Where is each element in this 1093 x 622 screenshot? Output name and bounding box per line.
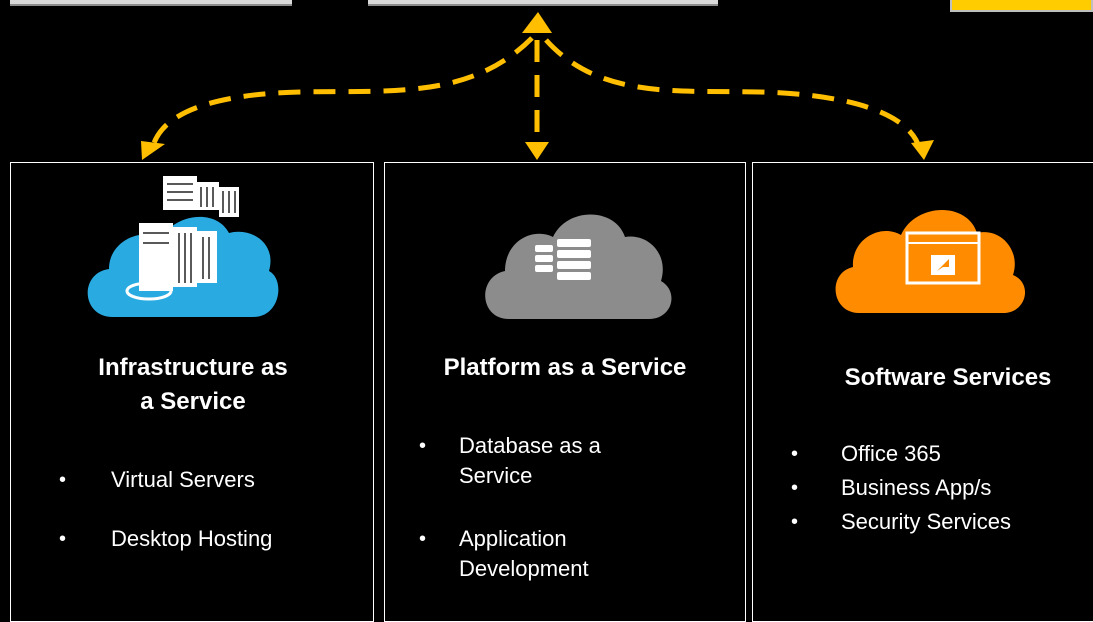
arrow-to-iaas bbox=[149, 36, 534, 151]
bullet: • bbox=[59, 528, 67, 550]
bullet: • bbox=[791, 511, 799, 533]
bullet: • bbox=[419, 435, 427, 457]
list-item: • Business App/s bbox=[791, 473, 1011, 503]
list-item-label: Virtual Servers bbox=[111, 467, 255, 492]
list-item: • Database as a Service bbox=[419, 431, 601, 491]
panel-saas: Software Services • Office 365 • Business … bbox=[752, 162, 1093, 622]
list-item-label: Office 365 bbox=[841, 441, 941, 466]
bullet: • bbox=[59, 469, 67, 491]
list-item-label: Security Services bbox=[841, 509, 1011, 534]
bullet: • bbox=[791, 477, 799, 499]
arrowhead-iaas bbox=[141, 141, 165, 160]
cloud-servers-icon bbox=[87, 176, 279, 317]
saas-title: Software Services bbox=[844, 364, 1052, 391]
iaas-title: Infrastructure as a Service bbox=[98, 354, 288, 415]
panel-iaas: Infrastructure as a Service • Virtual Ser… bbox=[10, 162, 374, 622]
bullet: • bbox=[791, 443, 799, 465]
top-right-box-edge bbox=[950, 0, 1093, 12]
top-center-box-edge bbox=[368, 0, 718, 6]
arrowhead-up bbox=[522, 12, 552, 33]
list-item-label: Database as a Service bbox=[459, 433, 601, 488]
paas-title: Platform as a Service bbox=[443, 354, 687, 381]
list-item: • Application Development bbox=[419, 524, 601, 584]
panel-paas: Platform as a Service • Database as a Ser… bbox=[384, 162, 746, 622]
list-item-label: Desktop Hosting bbox=[111, 526, 273, 551]
bullet: • bbox=[419, 528, 427, 550]
list-item-label: Business App/s bbox=[841, 475, 992, 500]
paas-item-list: • Database as a Service • Application Deve… bbox=[419, 431, 601, 617]
saas-item-list: • Office 365 • Business App/s • Security Se… bbox=[791, 439, 1011, 541]
connector-arrows bbox=[141, 12, 934, 160]
arrowhead-paas bbox=[525, 142, 549, 160]
iaas-item-list: • Virtual Servers • Desktop Hosting bbox=[59, 465, 273, 583]
arrowhead-saas bbox=[911, 140, 934, 160]
cloud-app-window-icon bbox=[835, 209, 1026, 313]
list-item: • Office 365 bbox=[791, 439, 1011, 469]
top-left-box-edge bbox=[10, 0, 292, 6]
arrow-to-saas bbox=[544, 38, 923, 151]
list-item: • Security Services bbox=[791, 507, 1011, 537]
list-item: • Virtual Servers bbox=[59, 465, 272, 495]
cloud-database-icon bbox=[485, 214, 672, 319]
list-item-label: Application Development bbox=[459, 526, 589, 581]
list-item: • Desktop Hosting bbox=[59, 524, 273, 554]
